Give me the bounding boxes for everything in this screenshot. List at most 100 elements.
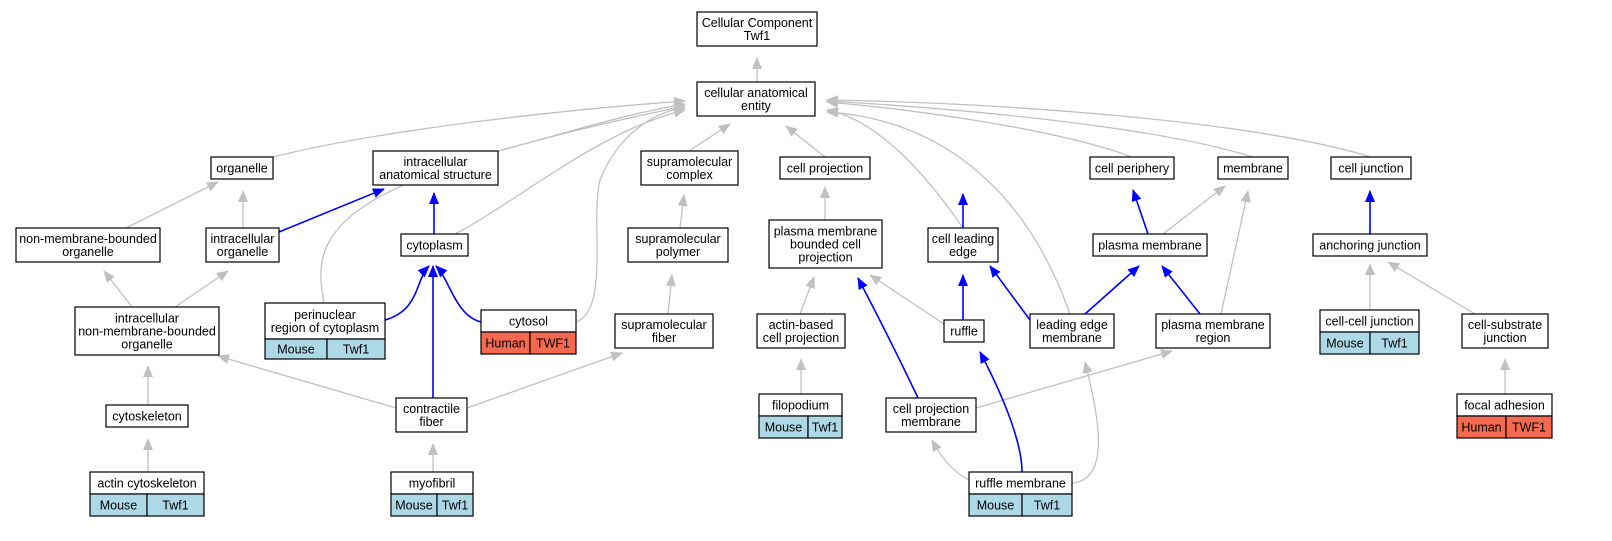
gene-tag: Twf1 [1381,337,1407,351]
edge-grey-6 [826,96,1254,158]
node-cytoplasm[interactable]: cytoplasm [400,233,469,257]
node-box [264,302,386,340]
node-aj[interactable]: anchoring junction [1312,233,1428,257]
edge-grey-13 [125,181,219,229]
gene-tag-cell [436,493,474,517]
node-label: myofibril [409,477,456,491]
node-label: actin cytoskeleton [97,477,196,491]
edge-grey-49 [1071,361,1099,484]
node-box [1092,233,1208,257]
node-box [210,156,274,180]
gene-tag-cell [1021,493,1073,517]
gene-tag: Twf1 [442,499,468,513]
node-box [756,313,846,349]
node-label: anchoring junction [1319,239,1421,253]
edge-grey-21 [1162,185,1226,235]
node-box [779,156,871,180]
edge-grey-10 [320,103,686,304]
gene-tag-cell [1369,331,1420,355]
edge-grey-5 [826,97,1133,158]
node-cjunc[interactable]: cell junction [1330,156,1412,180]
node-box [400,233,469,257]
edge-grey-11 [575,103,686,323]
gene-tag-cell [1505,415,1553,439]
edge-grey-23 [103,270,133,308]
edge-grey-17 [677,194,688,229]
node-organelle[interactable]: organelle [210,156,274,180]
node-cproj[interactable]: cell projection [779,156,871,180]
node-ruffle[interactable]: ruffle [943,319,985,343]
edge-blue-32 [1084,265,1140,315]
node-pm[interactable]: plasma membrane [1092,233,1208,257]
edge-grey-3 [688,123,731,152]
node-box [395,397,468,433]
edge-grey-9 [454,107,686,235]
node-label: cell junction [1338,162,1403,176]
node-box [640,150,739,186]
edge-grey-34 [1220,190,1251,315]
node-box [372,150,499,186]
edge-grey-1 [272,96,686,158]
node-cper[interactable]: cell periphery [1089,156,1175,180]
edge-grey-24 [174,270,229,308]
species-tag: Mouse [395,499,433,513]
species-tag: Human [485,337,525,351]
species-tag: Human [1461,421,1501,435]
node-box [943,319,985,343]
node-label: focal adhesion [1464,399,1545,413]
species-tag: Mouse [1326,337,1364,351]
node-box [885,397,977,433]
edge-blue-20 [1131,189,1149,235]
node-box [105,404,189,428]
node-label: filopodium [772,399,829,413]
node-box [15,227,161,263]
node-membrane[interactable]: membrane [1217,156,1289,180]
node-box [1217,156,1289,180]
gene-tag: Twf1 [343,343,369,357]
node-cytoskeleton[interactable]: cytoskeleton [105,404,189,428]
gene-tag-cell [146,493,205,517]
edge-grey-39 [217,354,397,409]
node-label: cytosol [509,315,548,329]
node-box [696,11,818,47]
node-box [1312,233,1428,257]
